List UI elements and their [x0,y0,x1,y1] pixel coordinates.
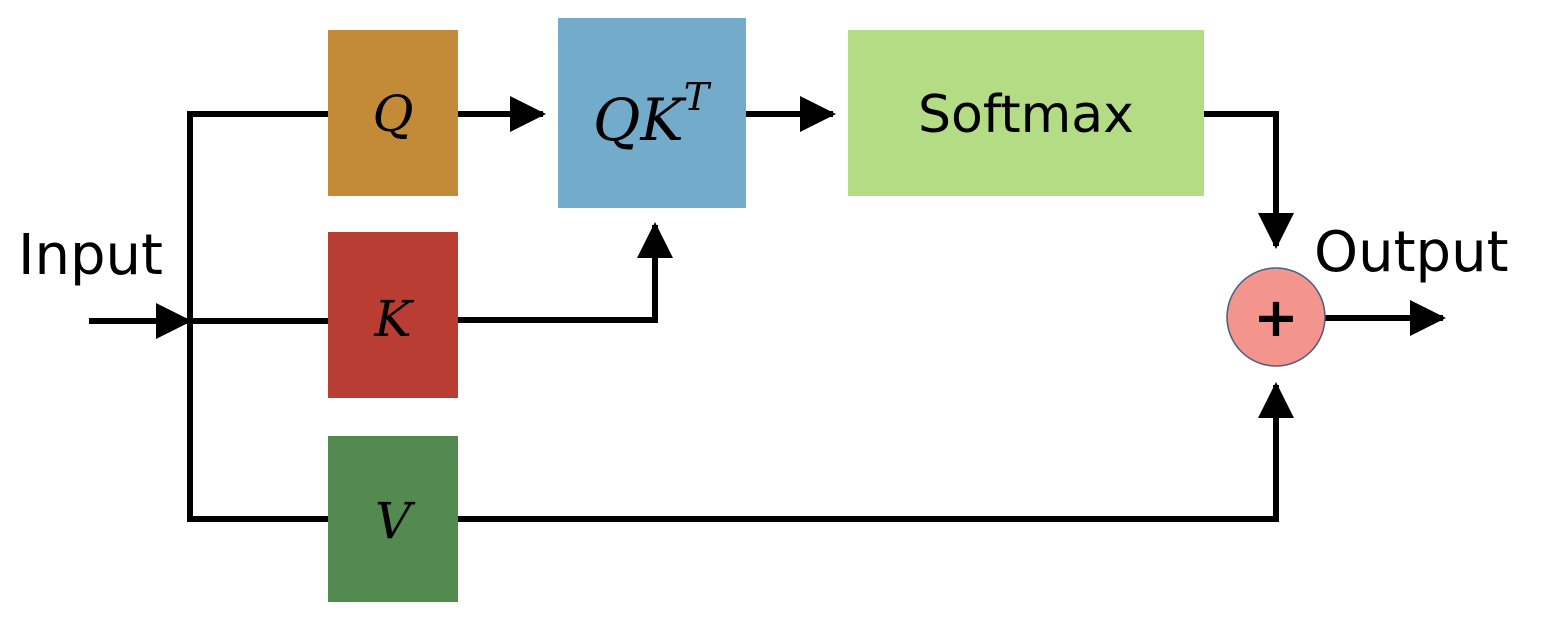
qkt-superscript: T [684,75,712,119]
output-label: Output [1314,220,1509,285]
add-circle [1226,267,1326,367]
softmax-node: Softmax [848,30,1204,196]
v-label: V [375,492,416,550]
v-box [328,436,458,602]
connectors [89,96,1446,522]
q-label: Q [373,85,414,143]
k-box [328,232,458,398]
qkt-node: QKT [558,18,746,208]
qkt-box [558,18,746,208]
v-to-add-arrow [455,382,1294,522]
softmax-label: Softmax [918,85,1134,145]
q-box [328,30,458,196]
softmax-to-add-arrow [1201,111,1294,249]
k-label: K [373,290,414,348]
qkt-label: QKT [593,75,712,154]
k-node: K [328,232,458,398]
add-node: + [1226,267,1326,367]
qkt-base: QK [593,86,688,154]
softmax-box [848,30,1204,196]
plus-icon: + [1253,286,1298,349]
q-node: Q [328,30,458,196]
input-label: Input [18,223,163,288]
k-to-qkt-arrow [455,222,673,323]
v-node: V [328,436,458,602]
